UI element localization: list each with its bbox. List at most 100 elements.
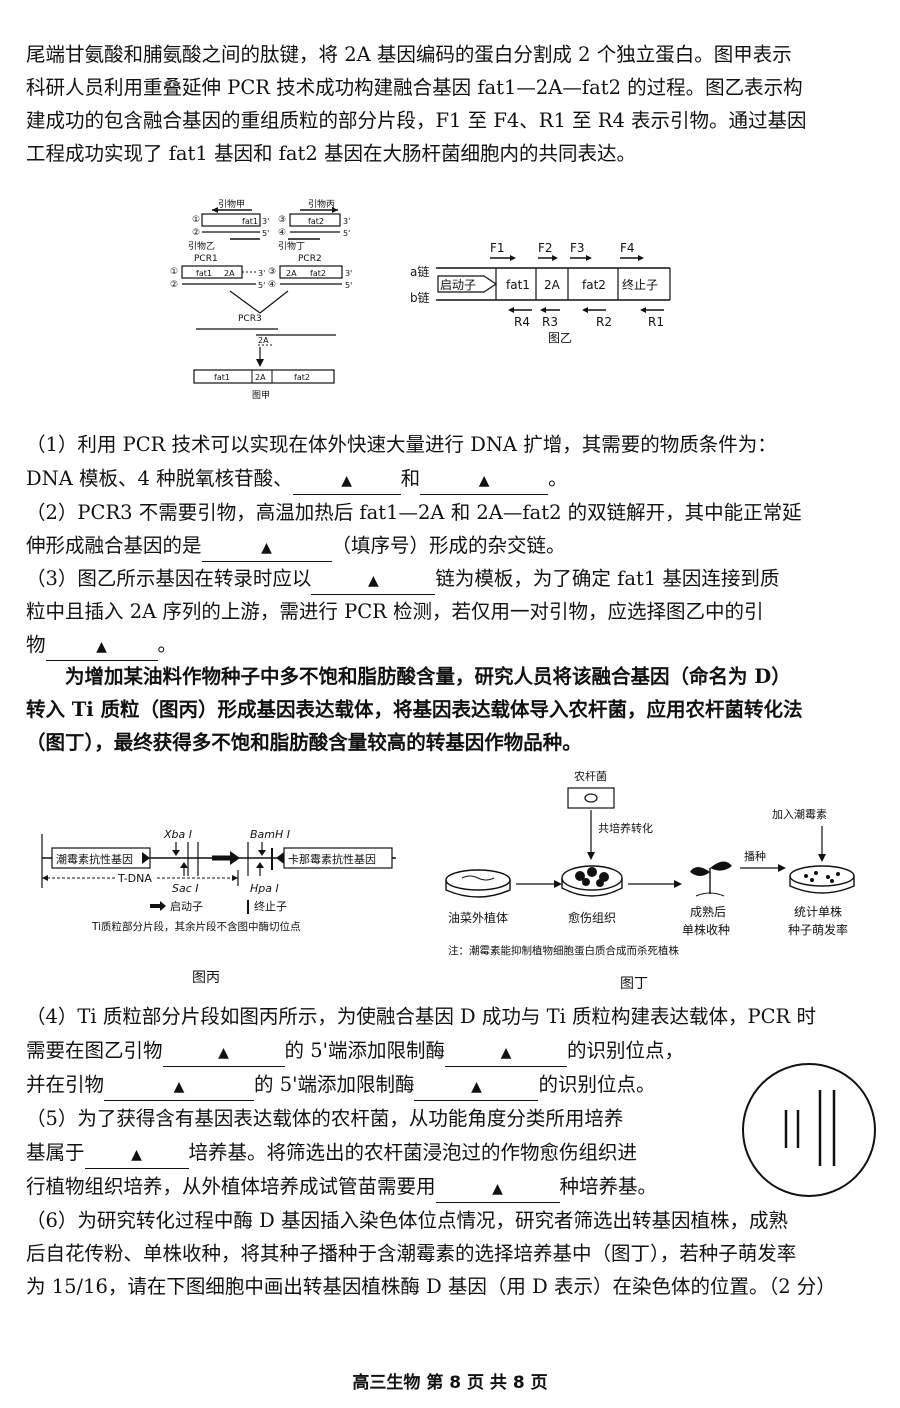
svg-text:R1: R1: [648, 315, 664, 329]
intro2-line-2: 转入 Ti 质粒（图丙）形成基因表达载体，将基因表达载体导入农杆菌，应用农杆菌转…: [26, 698, 803, 721]
svg-text:启动子: 启动子: [170, 900, 203, 913]
svg-text:种子萌发率: 种子萌发率: [788, 922, 848, 937]
q4-line-2: 需要在图乙引物▲的 5'端添加限制酶▲的识别位点，: [26, 1034, 726, 1067]
svg-text:启动子: 启动子: [440, 278, 476, 292]
svg-text:2A: 2A: [255, 373, 266, 382]
svg-text:播种: 播种: [744, 849, 766, 863]
svg-text:5': 5': [262, 229, 269, 238]
answer-blank[interactable]: ▲: [435, 1174, 560, 1203]
answer-blank[interactable]: ▲: [414, 1072, 539, 1101]
svg-text:fat1: fat1: [196, 269, 212, 278]
figure-yi: F1 F2 F3 F4 a链 b链 启动子 fat1 2A fat2 终止子 R…: [410, 241, 671, 345]
svg-text:PCR2: PCR2: [298, 254, 322, 264]
answer-blank[interactable]: ▲: [311, 566, 436, 595]
svg-text:2A: 2A: [544, 278, 561, 292]
q4-line-3: 并在引物▲的 5'端添加限制酶▲的识别位点。: [26, 1068, 726, 1101]
svg-text:卡那霉素抗性基因: 卡那霉素抗性基因: [288, 852, 376, 866]
svg-text:5': 5': [345, 281, 352, 290]
svg-text:成熟后: 成熟后: [690, 904, 726, 919]
q3-line-3: 物▲。: [26, 628, 874, 661]
figure-jia-caption: 图甲: [252, 390, 270, 401]
svg-text:R3: R3: [542, 315, 558, 329]
q5-line-3: 行植物组织培养，从外植体培养成试管苗需要用▲种培养基。: [26, 1170, 746, 1203]
q2-line-2: 伸形成融合基因的是▲（填序号）形成的杂交链。: [26, 529, 874, 562]
primer-ding-label: 引物丁: [278, 240, 305, 252]
figure-ding-caption: 图丁: [620, 976, 648, 992]
answer-blank[interactable]: ▲: [84, 1140, 189, 1169]
chain-b-label: b链: [410, 290, 430, 305]
answer-blank[interactable]: ▲: [420, 466, 549, 495]
svg-text:②: ②: [192, 228, 200, 238]
svg-text:fat2: fat2: [308, 217, 324, 226]
svg-text:③: ③: [278, 215, 286, 225]
svg-text:F4: F4: [620, 241, 635, 255]
svg-text:BamH Ⅰ: BamH Ⅰ: [250, 828, 290, 841]
intro2-line-1: 为增加某油料作物种子中多不饱和脂肪酸含量，研究人员将该融合基因（命名为 D）: [65, 665, 791, 688]
answer-blank[interactable]: ▲: [45, 632, 158, 661]
intro-line-4: 工程成功实现了 fat1 基因和 fat2 基因在大肠杆菌细胞内的共同表达。: [26, 142, 636, 165]
svg-text:2A: 2A: [258, 336, 269, 345]
svg-text:农杆菌: 农杆菌: [574, 769, 607, 783]
chain-a-label: a链: [410, 264, 429, 279]
svg-text:fat2: fat2: [294, 373, 310, 382]
intro-line-2: 科研人员利用重叠延伸 PCR 技术成功构建融合基因 fat1—2A—fat2 的…: [26, 76, 803, 99]
svg-text:终止子: 终止子: [254, 899, 287, 913]
svg-text:R4: R4: [514, 315, 530, 329]
svg-text:F3: F3: [570, 241, 585, 255]
figure-bing-caption: 图丙: [192, 970, 220, 986]
svg-text:5': 5': [343, 229, 350, 238]
svg-text:Sac Ⅰ: Sac Ⅰ: [172, 882, 199, 895]
svg-text:④: ④: [278, 228, 286, 238]
figure-yi-caption: 图乙: [548, 331, 572, 345]
svg-text:统计单株: 统计单株: [794, 904, 842, 919]
q6-line-1: （6）为研究转化过程中酶 D 基因插入染色体位点情况，研究者筛选出转基因植株，成…: [26, 1209, 788, 1232]
q4-line-1: （4）Ti 质粒部分片段如图丙所示，为使融合基因 D 成功与 Ti 质粒构建表达…: [26, 1005, 816, 1028]
svg-text:3': 3': [258, 269, 265, 278]
svg-text:Xba Ⅰ: Xba Ⅰ: [163, 828, 192, 841]
q2-line-1: （2）PCR3 不需要引物，高温加热后 fat1—2A 和 2A—fat2 的双…: [26, 501, 802, 524]
answer-blank[interactable]: ▲: [444, 1038, 567, 1067]
answer-blank[interactable]: ▲: [104, 1072, 255, 1101]
cell-diagram[interactable]: [736, 1060, 882, 1200]
answer-blank[interactable]: ▲: [292, 466, 401, 495]
svg-text:潮霉素抗性基因: 潮霉素抗性基因: [56, 852, 133, 866]
svg-text:F1: F1: [490, 241, 505, 255]
svg-text:3': 3': [262, 217, 269, 226]
svg-text:F2: F2: [538, 241, 553, 255]
intro-line-3: 建成功的包含融合基因的重组质粒的部分片段，F1 至 F4、R1 至 R4 表示引…: [26, 109, 807, 132]
cell-outline: [742, 1063, 876, 1197]
q5-line-1: （5）为了获得含有基因表达载体的农杆菌，从功能角度分类所用培养: [26, 1107, 624, 1130]
svg-text:PCR3: PCR3: [238, 314, 262, 324]
svg-text:①: ①: [192, 215, 200, 225]
q5-line-2: 基属于▲培养基。将筛选出的农杆菌浸泡过的作物愈伤组织进: [26, 1136, 726, 1169]
svg-text:油菜外植体: 油菜外植体: [448, 910, 508, 925]
figure-jia: 引物甲 ① ② fat1 3' 5' 引物乙 PCR1 引物丙 ③ ④ fat2…: [170, 198, 352, 401]
svg-text:T-DNA: T-DNA: [117, 872, 152, 885]
q1-line-2: DNA 模板、4 种脱氧核苷酸、▲和▲。: [26, 462, 874, 495]
svg-text:2A: 2A: [286, 269, 297, 278]
q1-line-1: （1）利用 PCR 技术可以实现在体外快速大量进行 DNA 扩增，其需要的物质条…: [26, 433, 777, 456]
primer-bing-label: 引物丙: [308, 198, 335, 210]
svg-text:Hpa Ⅰ: Hpa Ⅰ: [250, 882, 279, 895]
page-footer: 高三生物 第 8 页 共 8 页: [352, 1373, 548, 1393]
answer-blank[interactable]: ▲: [201, 533, 332, 562]
svg-text:fat1: fat1: [214, 373, 230, 382]
svg-text:2A: 2A: [224, 269, 235, 278]
svg-text:③: ③: [268, 267, 276, 277]
q3-line-1: （3）图乙所示基因在转录时应以▲链为模板，为了确定 fat1 基因连接到质: [26, 562, 874, 595]
svg-text:愈伤组织: 愈伤组织: [568, 910, 616, 925]
answer-blank[interactable]: ▲: [162, 1038, 285, 1067]
svg-text:fat2: fat2: [310, 269, 326, 278]
svg-text:PCR1: PCR1: [194, 254, 218, 264]
svg-text:单株收种: 单株收种: [682, 922, 730, 937]
svg-text:注：潮霉素能抑制植物细胞蛋白质合成而杀死植株: 注：潮霉素能抑制植物细胞蛋白质合成而杀死植株: [448, 944, 679, 957]
primer-jia-label: 引物甲: [218, 198, 245, 210]
svg-text:加入潮霉素: 加入潮霉素: [772, 807, 827, 821]
figure-bing: 潮霉素抗性基因 Xba Ⅰ Sac Ⅰ BamH Ⅰ Hpa Ⅰ 卡那霉素抗性基…: [41, 828, 396, 986]
figure-ding: 农杆菌 共培养转化 加入潮霉素 播种 油菜外植体 愈伤组织 成熟后 单株收种 统…: [445, 769, 855, 992]
intro2-line-3: （图丁），最终获得多不饱和脂肪酸含量较高的转基因作物品种。: [26, 731, 582, 754]
svg-text:3': 3': [343, 217, 350, 226]
svg-text:R2: R2: [596, 315, 612, 329]
svg-text:3': 3': [345, 269, 352, 278]
q6-line-2: 后自花传粉、单株收种，将其种子播种于含潮霉素的选择培养基中（图丁），若种子萌发率: [26, 1242, 797, 1265]
